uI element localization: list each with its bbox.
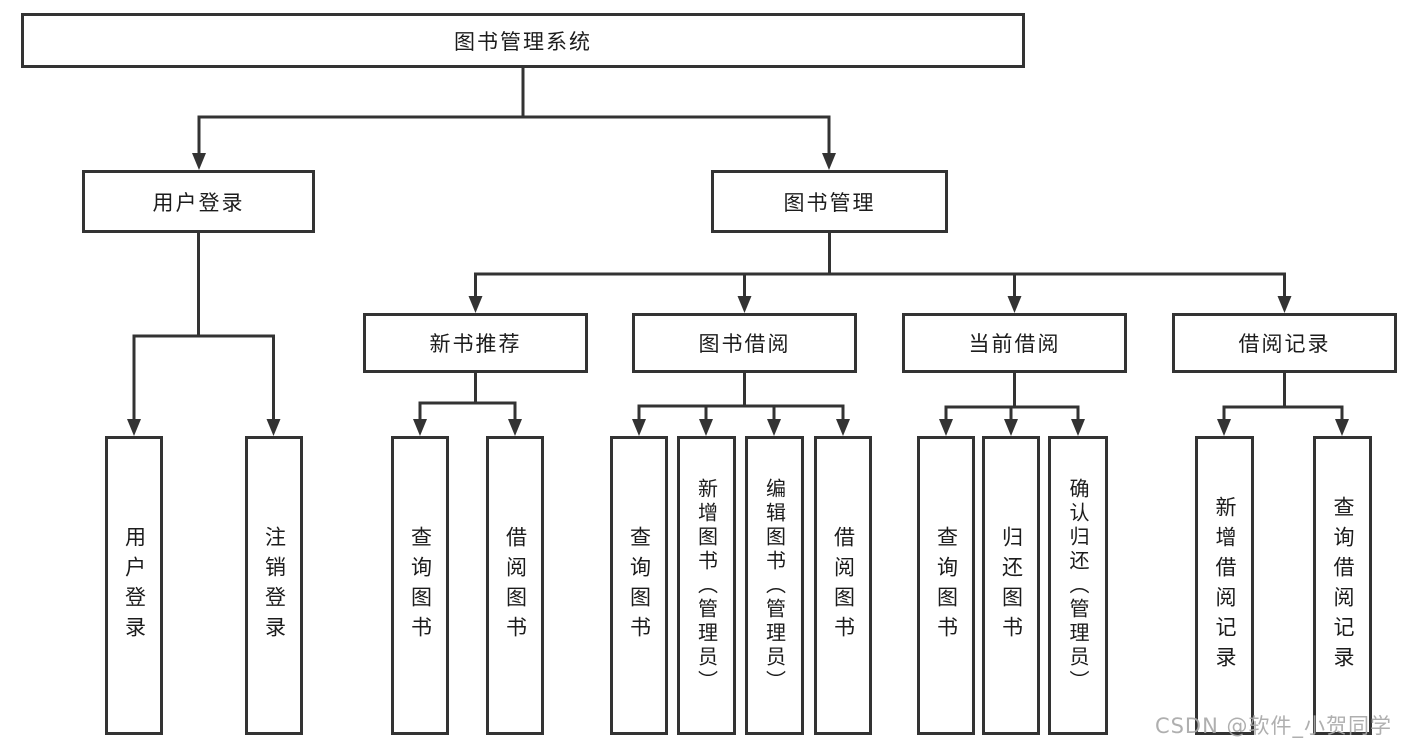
node-book-borrow: 图书借阅 <box>632 313 857 373</box>
node-leaf-rec-query-book-label: 查询图书 <box>408 525 433 646</box>
node-leaf-bb-borrow-book-label: 借阅图书 <box>831 525 856 646</box>
node-book-management-label: 图书管理 <box>783 190 876 215</box>
node-new-book-recommend: 新书推荐 <box>363 313 588 373</box>
node-root-label: 图书管理系统 <box>454 29 592 54</box>
node-leaf-login: 用户登录 <box>105 436 163 735</box>
node-root: 图书管理系统 <box>21 13 1025 68</box>
node-leaf-bb-borrow-book: 借阅图书 <box>814 436 872 735</box>
node-leaf-br-query-record: 查询借阅记录 <box>1313 436 1372 735</box>
arrowheads <box>127 153 1349 436</box>
node-leaf-rec-query-book: 查询图书 <box>391 436 449 735</box>
node-user-login-label: 用户登录 <box>152 190 245 215</box>
node-leaf-cb-return-book: 归还图书 <box>982 436 1040 735</box>
node-leaf-logout: 注销登录 <box>245 436 303 735</box>
node-leaf-br-add-record-label: 新增借阅记录 <box>1213 495 1238 676</box>
node-leaf-cb-query-book-label: 查询图书 <box>934 525 959 646</box>
node-leaf-bb-edit-book: 编辑图书（管理员） <box>745 436 804 735</box>
node-borrow-record: 借阅记录 <box>1172 313 1397 373</box>
node-book-management: 图书管理 <box>711 170 948 233</box>
node-leaf-bb-add-book-label: 新增图书（管理员） <box>694 477 719 694</box>
node-leaf-cb-confirm-return-label: 确认归还（管理员） <box>1066 477 1090 694</box>
node-leaf-br-query-record-label: 查询借阅记录 <box>1331 495 1356 676</box>
node-leaf-bb-add-book: 新增图书（管理员） <box>677 436 736 735</box>
node-leaf-bb-query-book-label: 查询图书 <box>627 525 652 646</box>
node-borrow-record-label: 借阅记录 <box>1238 332 1331 356</box>
node-current-borrow-label: 当前借阅 <box>968 332 1061 356</box>
node-leaf-br-add-record: 新增借阅记录 <box>1195 436 1254 735</box>
node-current-borrow: 当前借阅 <box>902 313 1127 373</box>
node-leaf-bb-edit-book-label: 编辑图书（管理员） <box>762 477 787 694</box>
node-leaf-login-label: 用户登录 <box>122 525 147 646</box>
node-book-borrow-label: 图书借阅 <box>698 332 791 356</box>
node-leaf-logout-label: 注销登录 <box>262 525 287 646</box>
node-leaf-cb-return-book-label: 归还图书 <box>999 525 1024 646</box>
node-leaf-rec-borrow-book-label: 借阅图书 <box>503 525 528 646</box>
node-user-login: 用户登录 <box>82 170 315 233</box>
node-new-book-recommend-label: 新书推荐 <box>429 332 522 356</box>
node-leaf-rec-borrow-book: 借阅图书 <box>486 436 544 735</box>
node-leaf-cb-query-book: 查询图书 <box>917 436 975 735</box>
node-leaf-bb-query-book: 查询图书 <box>610 436 668 735</box>
node-leaf-cb-confirm-return: 确认归还（管理员） <box>1048 436 1108 735</box>
